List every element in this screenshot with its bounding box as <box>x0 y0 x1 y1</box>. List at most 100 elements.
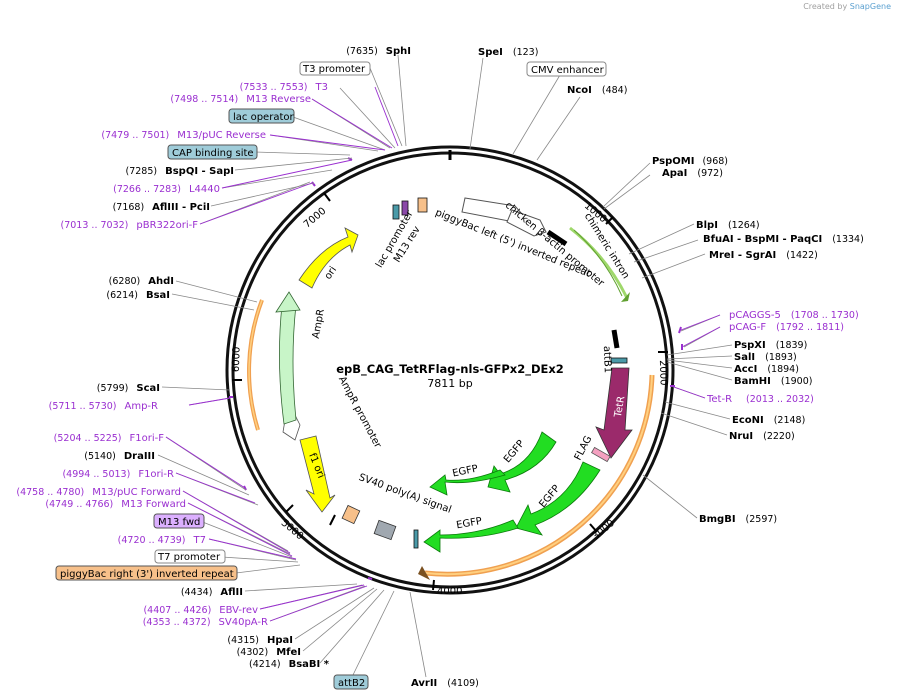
f1-ori-arrow <box>299 435 336 513</box>
map-label: (5204 .. 5225)F1ori-F <box>54 433 165 444</box>
ampr-label: AmpR <box>311 308 327 339</box>
map-label: pCAG-F(1792 .. 1811) <box>729 322 844 333</box>
egfp-arrow-1 <box>487 431 557 493</box>
ori-arrow <box>298 227 359 289</box>
map-label: Tet-R(2013 .. 2032) <box>706 394 814 405</box>
attb1-box <box>610 357 628 364</box>
map-label: (4353 .. 4372)SV40pA-R <box>143 617 268 628</box>
map-label: NcoI(484) <box>567 85 627 96</box>
black-bar <box>611 329 620 349</box>
map-label: PspXI(1839) <box>734 340 807 351</box>
ampr-arrow <box>279 304 297 425</box>
map-label: (4302)MfeI <box>237 647 301 658</box>
map-label: (4749 .. 4766)M13 Forward <box>45 499 186 510</box>
m13-fwd-box: M13 fwd <box>153 513 205 529</box>
primer-lines <box>165 86 721 622</box>
ampr-promoter-label: AmpR promoter <box>336 375 383 451</box>
map-label: (7168)AflIII - PciI <box>113 202 210 213</box>
lac-operator-box: lac operator <box>228 108 295 124</box>
map-label: (4407 .. 4426)EBV-rev <box>143 605 258 616</box>
ori-label: ori <box>323 265 339 282</box>
map-label: ApaI(972) <box>662 168 723 179</box>
map-label: (7266 .. 7283)L4440 <box>113 184 220 195</box>
intron-arc <box>569 226 629 299</box>
map-label: piggyBac right (3') inverted repeat <box>60 569 234 580</box>
map-label: SpeI(123) <box>478 47 538 58</box>
map-label: AvrII(4109) <box>411 678 479 689</box>
intron-arc-inner <box>573 229 623 297</box>
map-label: PspOMI(968) <box>652 156 728 167</box>
map-label: (7498 .. 7514)M13 Reverse <box>170 94 311 105</box>
flag-box <box>591 446 611 463</box>
map-label: M13 fwd <box>158 517 200 528</box>
piggybac-right-box: piggyBac right (3') inverted repeat <box>55 565 238 581</box>
map-label: (4214)BsaBI * <box>249 659 330 670</box>
map-label: (4434)AflII <box>181 587 243 598</box>
map-label: BmgBI(2597) <box>699 514 777 525</box>
tick-label: 6000 <box>231 347 243 373</box>
map-label: (6280)AhdI <box>109 276 174 287</box>
small-mark <box>329 514 336 526</box>
pb-small-box <box>417 197 428 213</box>
map-label: CMV enhancer <box>531 65 605 76</box>
egfp-arrow-2 <box>429 469 506 496</box>
map-label: BfuAI - BspMI - PaqCI(1334) <box>703 234 864 245</box>
egfp-label-2: EGFP <box>451 463 479 479</box>
plasmid-length: 7811 bp <box>427 377 472 390</box>
map-label: (7285)BspQI - SapI <box>126 166 235 177</box>
flag-label: FLAG <box>573 434 595 462</box>
map-label: (7479 .. 7501)M13/pUC Reverse <box>101 130 266 141</box>
map-label: SalI(1893) <box>734 352 797 363</box>
m13-box <box>401 200 409 216</box>
map-label: attB2 <box>338 678 365 689</box>
map-label: (5140)DraIII <box>84 451 155 462</box>
map-label: MreI - SgrAI(1422) <box>709 250 818 261</box>
attb2-label-box: attB2 <box>333 674 369 690</box>
right-labels: SpeI(123) CMV enhancer NcoI(484) PspOMI(… <box>478 47 864 525</box>
lac-operator-box <box>392 204 400 220</box>
map-label: (7013 .. 7032)pBR322ori-F <box>61 220 199 231</box>
sv40-label: SV40 poly(A) signal <box>357 472 453 516</box>
tetr-arrow <box>595 367 633 459</box>
tick-label: 4000 <box>437 586 462 597</box>
map-label: (4315)HpaI <box>227 635 293 646</box>
map-label: EcoNI(2148) <box>732 415 805 426</box>
itr-box <box>341 504 361 525</box>
actin-promoter-bar <box>546 229 568 247</box>
t7-promoter-box: T7 promoter <box>154 549 226 564</box>
snapgene-logo: SnapGene <box>849 2 891 11</box>
map-label: CAP binding site <box>172 148 254 159</box>
map-label: pCAGGS-5(1708 .. 1730) <box>729 310 859 321</box>
cmv-enhancer-box: CMV enhancer <box>526 61 607 77</box>
credit: Created by SnapGene <box>803 2 891 11</box>
features <box>229 157 683 580</box>
map-label: (4720 .. 4739)T7 <box>118 535 206 546</box>
attb2-box <box>413 529 419 549</box>
map-label: (6214)BsaI <box>106 290 170 301</box>
t3-promoter-box: T3 promoter <box>299 61 371 76</box>
tick-label: 5000 <box>279 518 306 543</box>
sv40-box <box>373 519 397 541</box>
map-label: (5799)ScaI <box>97 383 160 394</box>
egfp-arrow-3 <box>515 461 601 536</box>
plasmid-name: epB_CAG_TetRFlag-nls-GFPx2_DEx2 <box>336 362 564 377</box>
map-label: AccI(1894) <box>734 364 799 375</box>
intron-arrowhead <box>621 292 630 302</box>
egfp-arrow-4 <box>423 519 519 553</box>
map-label: T3 promoter <box>302 64 366 75</box>
map-label: lac operator <box>233 112 294 123</box>
leader-lines <box>157 54 733 678</box>
map-label: BamHI(1900) <box>734 376 812 387</box>
left-labels: (7635)SphI T3 promoter (7533 .. 7553)T3 … <box>16 46 479 690</box>
map-label: BlpI(1264) <box>696 220 760 231</box>
cap-binding-box: CAP binding site <box>167 144 258 160</box>
map-label: (7533 .. 7553)T3 <box>240 82 328 93</box>
cmv-enhancer-arrow <box>506 209 547 237</box>
egfp-label-4: EGFP <box>456 516 483 531</box>
map-label: (7635)SphI <box>346 46 411 57</box>
outer-arrowhead <box>418 566 430 580</box>
map-label: NruI(2220) <box>729 431 795 442</box>
map-label: (5711 .. 5730)Amp-R <box>49 401 158 412</box>
